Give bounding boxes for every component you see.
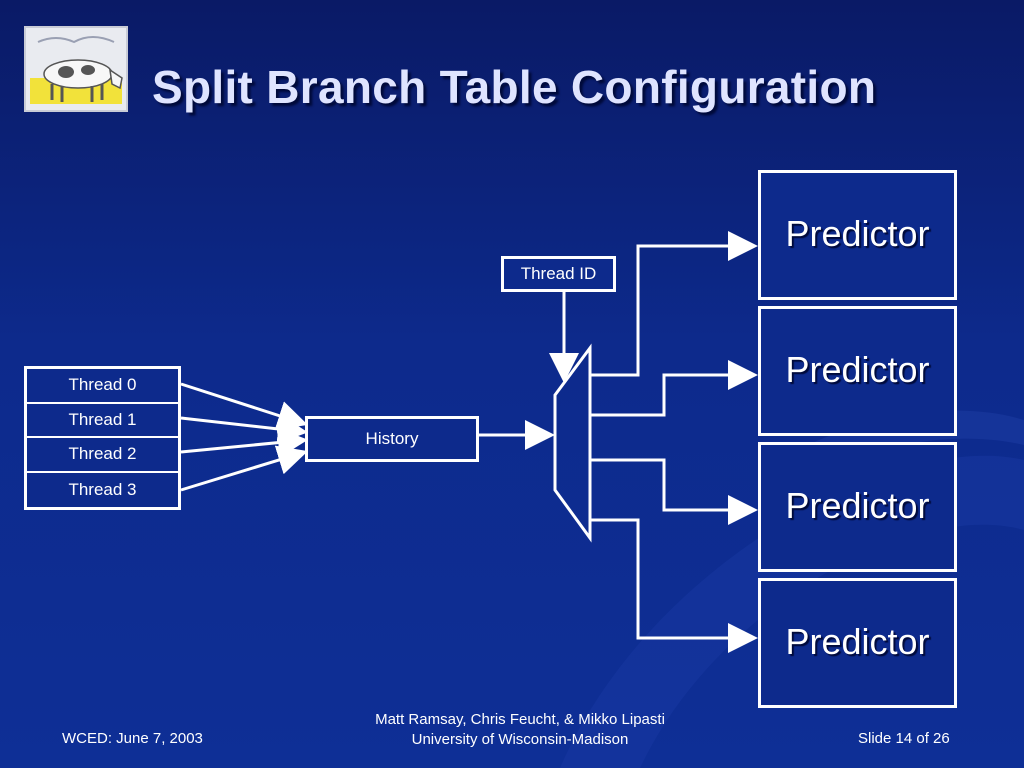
thread-id-label: Thread ID — [520, 264, 597, 283]
predictor-label: Predictor — [785, 621, 930, 662]
predictor-box: Predictor — [758, 442, 957, 572]
wire-mux-pred1 — [590, 360, 758, 417]
thread-row: Thread 0 — [27, 369, 178, 404]
predictor-box: Predictor — [758, 170, 957, 300]
predictor-label: Predictor — [785, 213, 930, 254]
wire-mux-pred2 — [590, 458, 758, 525]
multiplexer — [553, 343, 592, 543]
cow-logo-icon — [24, 26, 128, 112]
footer-date: WCED: June 7, 2003 — [62, 730, 203, 747]
thread-table: Thread 0 Thread 1 Thread 2 Thread 3 — [24, 366, 181, 510]
footer-authors: Matt Ramsay, Chris Feucht, & Mikko Lipas… — [340, 710, 700, 750]
wire-mux-pred0 — [590, 231, 758, 377]
predictor-box: Predictor — [758, 578, 957, 708]
predictor-label: Predictor — [785, 349, 930, 390]
history-box: History — [305, 416, 479, 462]
thread-row: Thread 1 — [27, 404, 178, 438]
wire-thread0 — [180, 382, 308, 430]
predictor-box: Predictor — [758, 306, 957, 436]
predictor-label: Predictor — [785, 485, 930, 526]
wire-thread1 — [180, 414, 308, 444]
wire-thread2 — [180, 427, 308, 458]
footer-affiliation-line: University of Wisconsin-Madison — [411, 731, 629, 748]
history-label: History — [365, 429, 419, 448]
footer-slide-number: Slide 14 of 26 — [858, 730, 950, 747]
footer-authors-line: Matt Ramsay, Chris Feucht, & Mikko Lipas… — [375, 711, 665, 728]
wire-thread3 — [180, 445, 308, 492]
thread-row: Thread 3 — [68, 479, 137, 499]
slide-title: Split Branch Table Configuration — [152, 61, 877, 113]
thread-row: Thread 2 — [27, 438, 178, 473]
wire-mux-pred3 — [590, 518, 758, 653]
thread-id-box: Thread ID — [501, 256, 616, 292]
